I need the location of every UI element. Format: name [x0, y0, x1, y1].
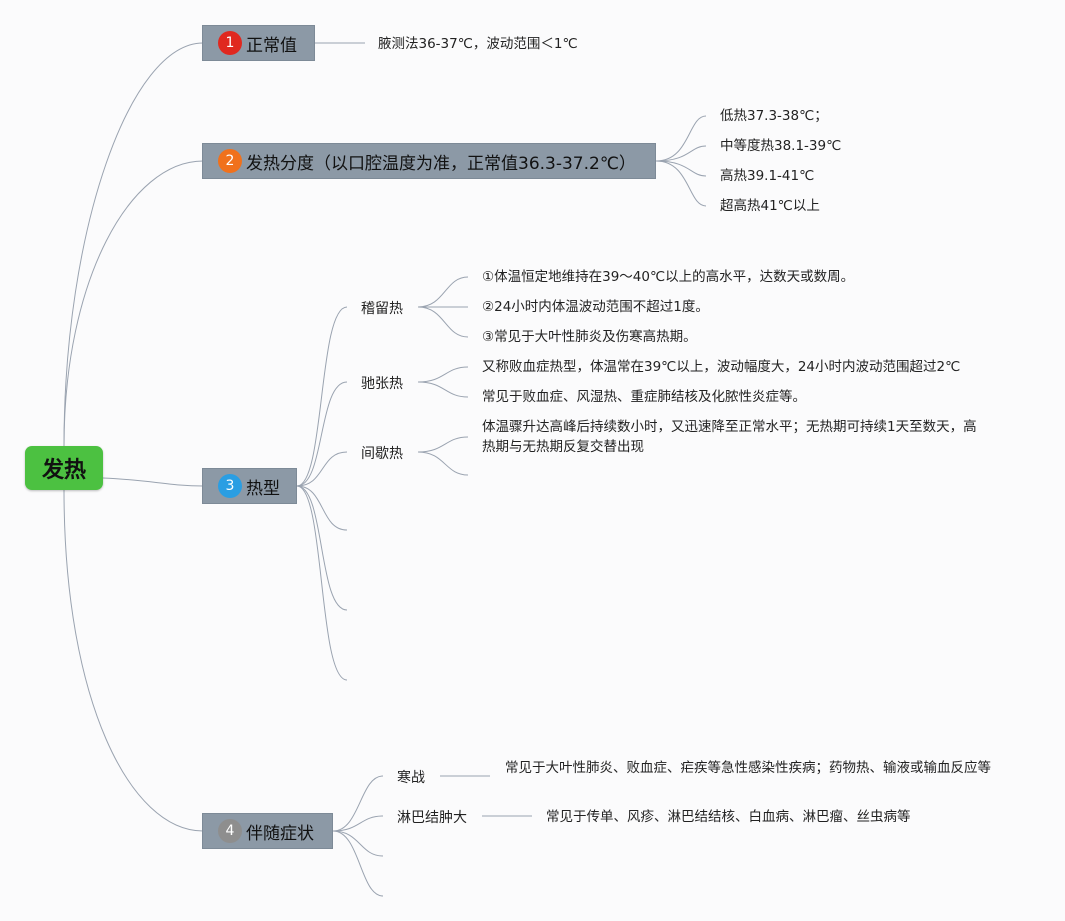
subtopic-remittent-fever[interactable]: 驰张热 [361, 376, 403, 392]
subtopic-chills[interactable]: 寒战 [397, 770, 425, 786]
leaf-grade: 中等度热38.1-39℃ [720, 138, 842, 154]
leaf-remittent-fever: 常见于败血症、风湿热、重症肺结核及化脓性炎症等。 [482, 389, 806, 405]
subtopic-lymphadenopathy[interactable]: 淋巴结肿大 [397, 810, 467, 826]
number-badge-2-icon: 2 [218, 149, 242, 173]
subtopic-continued-fever[interactable]: 稽留热 [361, 301, 403, 317]
topic-label: 发热分度（以口腔温度为准，正常值36.3-37.2℃） [246, 153, 636, 174]
topic-accompanying-symptoms[interactable]: 4 伴随症状 [202, 813, 333, 849]
leaf-lymphadenopathy: 常见于传单、风疹、淋巴结结核、白血病、淋巴瘤、丝虫病等 [546, 809, 911, 825]
subtopic-intermittent-fever[interactable]: 间歇热 [361, 446, 403, 462]
topic-label: 正常值 [246, 35, 297, 56]
leaf-continued-fever: ③常见于大叶性肺炎及伤寒高热期。 [482, 329, 697, 345]
number-badge-3-icon: 3 [218, 474, 242, 498]
topic-label: 热型 [246, 478, 280, 499]
topic-normal-value[interactable]: 1 正常值 [202, 25, 315, 61]
number-badge-1-icon: 1 [218, 31, 242, 55]
leaf-grade: 高热39.1-41℃ [720, 168, 815, 184]
topic-fever-grade[interactable]: 2 发热分度（以口腔温度为准，正常值36.3-37.2℃） [202, 143, 656, 179]
root-label: 发热 [41, 458, 86, 483]
leaf-intermittent-fever: 体温骤升达高峰后持续数小时，又迅速降至正常水平；无热期可持续1天至数天，高热期与… [482, 419, 977, 455]
topic-fever-types[interactable]: 3 热型 [202, 468, 297, 504]
number-badge-4-icon: 4 [218, 819, 242, 843]
leaf-grade: 超高热41℃以上 [720, 198, 820, 214]
leaf-continued-fever: ②24小时内体温波动范围不超过1度。 [482, 299, 709, 315]
leaf-continued-fever: ①体温恒定地维持在39～40℃以上的高水平，达数天或数周。 [482, 269, 855, 285]
root-node[interactable]: 发热 [25, 446, 103, 490]
leaf-normal-range: 腋测法36-37℃，波动范围＜1℃ [378, 36, 578, 52]
topic-label: 伴随症状 [246, 823, 314, 844]
leaf-grade: 低热37.3-38℃； [720, 108, 828, 124]
leaf-chills: 常见于大叶性肺炎、败血症、疟疾等急性感染性疾病；药物热、输液或输血反应等 [505, 760, 991, 776]
leaf-remittent-fever: 又称败血症热型，体温常在39℃以上，波动幅度大，24小时内波动范围超过2℃ [482, 359, 961, 375]
